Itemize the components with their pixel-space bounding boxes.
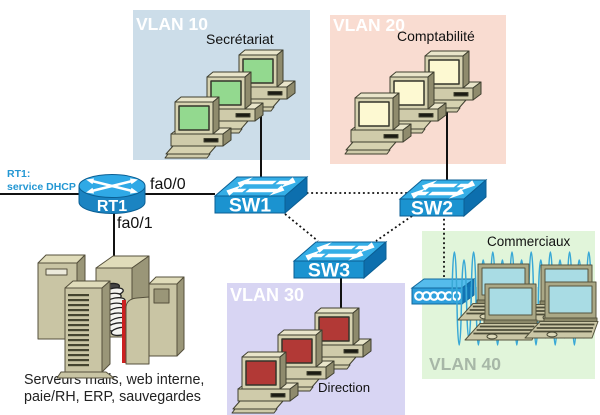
svg-text:Commerciaux: Commerciaux <box>487 234 571 249</box>
svg-text:VLAN 40: VLAN 40 <box>429 354 501 374</box>
svg-text:Serveurs mails, web interne,: Serveurs mails, web interne, <box>24 372 204 388</box>
svg-text:SW2: SW2 <box>411 198 453 220</box>
svg-text:VLAN 20: VLAN 20 <box>333 15 405 35</box>
svg-text:VLAN 30: VLAN 30 <box>230 285 304 305</box>
svg-text:Comptabilité: Comptabilité <box>397 28 475 44</box>
svg-text:fa0/1: fa0/1 <box>117 215 153 232</box>
svg-text:Secrétariat: Secrétariat <box>206 31 274 47</box>
svg-text:SW3: SW3 <box>308 260 350 282</box>
svg-text:service DHCP: service DHCP <box>7 181 76 193</box>
svg-text:SW1: SW1 <box>229 195 271 217</box>
svg-text:RT1: RT1 <box>97 198 127 215</box>
svg-text:fa0/0: fa0/0 <box>150 176 186 193</box>
svg-text:Direction: Direction <box>318 380 370 395</box>
svg-text:VLAN 10: VLAN 10 <box>136 14 208 34</box>
svg-text:RT1:: RT1: <box>7 168 30 180</box>
svg-text:paie/RH, ERP, sauvegardes: paie/RH, ERP, sauvegardes <box>24 389 201 405</box>
